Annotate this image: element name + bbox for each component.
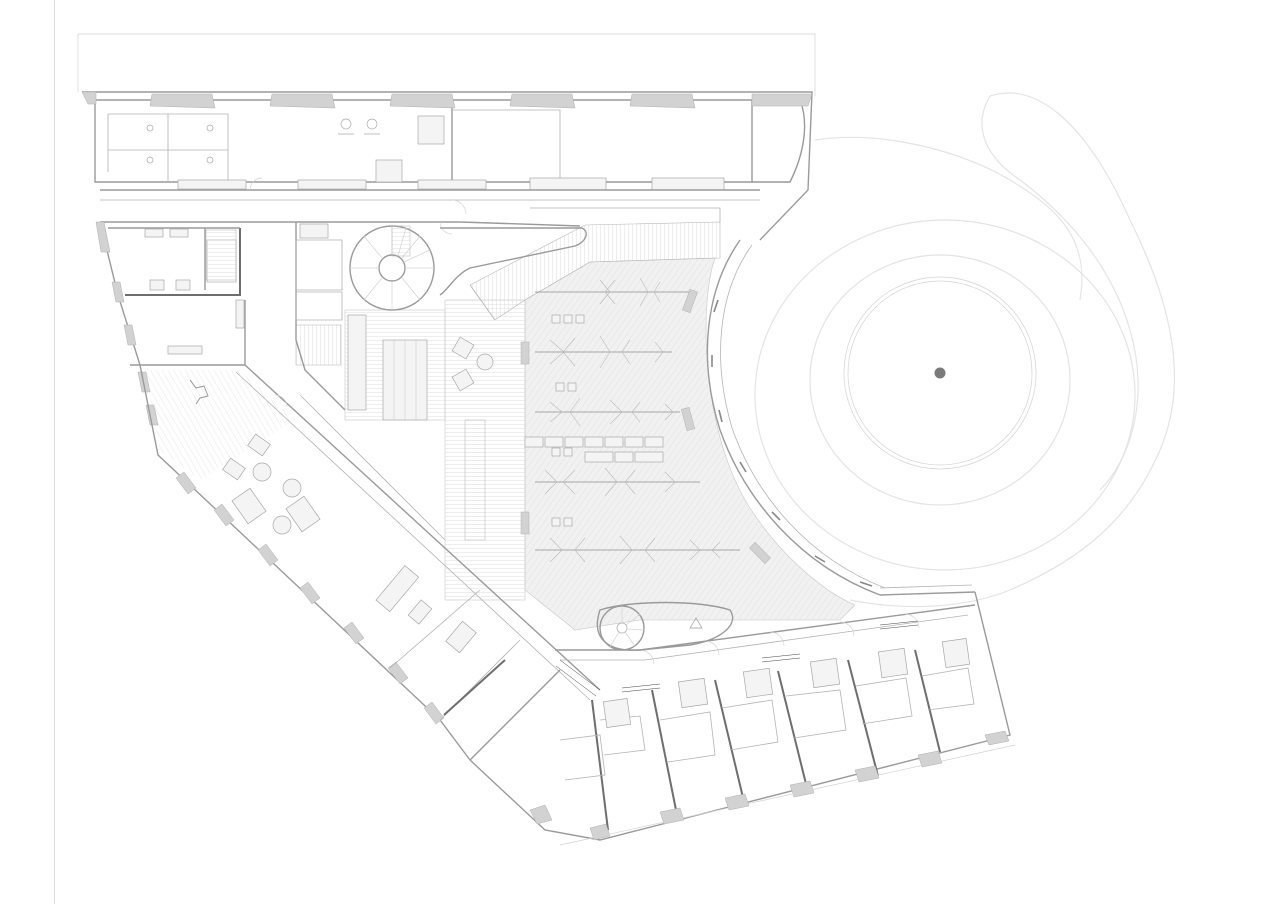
circulation-core (295, 222, 587, 541)
landscape-circles (754, 92, 1175, 608)
west-wing (95, 221, 342, 426)
curved-facade (706, 239, 976, 596)
north-wing (81, 91, 813, 241)
site-boundary (77, 33, 816, 96)
south-residential-strip (469, 591, 1011, 841)
planter-rows (520, 277, 771, 565)
courtyard (344, 221, 856, 631)
courtyard-spiral-stair (596, 601, 734, 651)
southwest-wing (139, 339, 601, 761)
page-margin-rule (54, 0, 55, 904)
center-point-marker (934, 367, 946, 379)
